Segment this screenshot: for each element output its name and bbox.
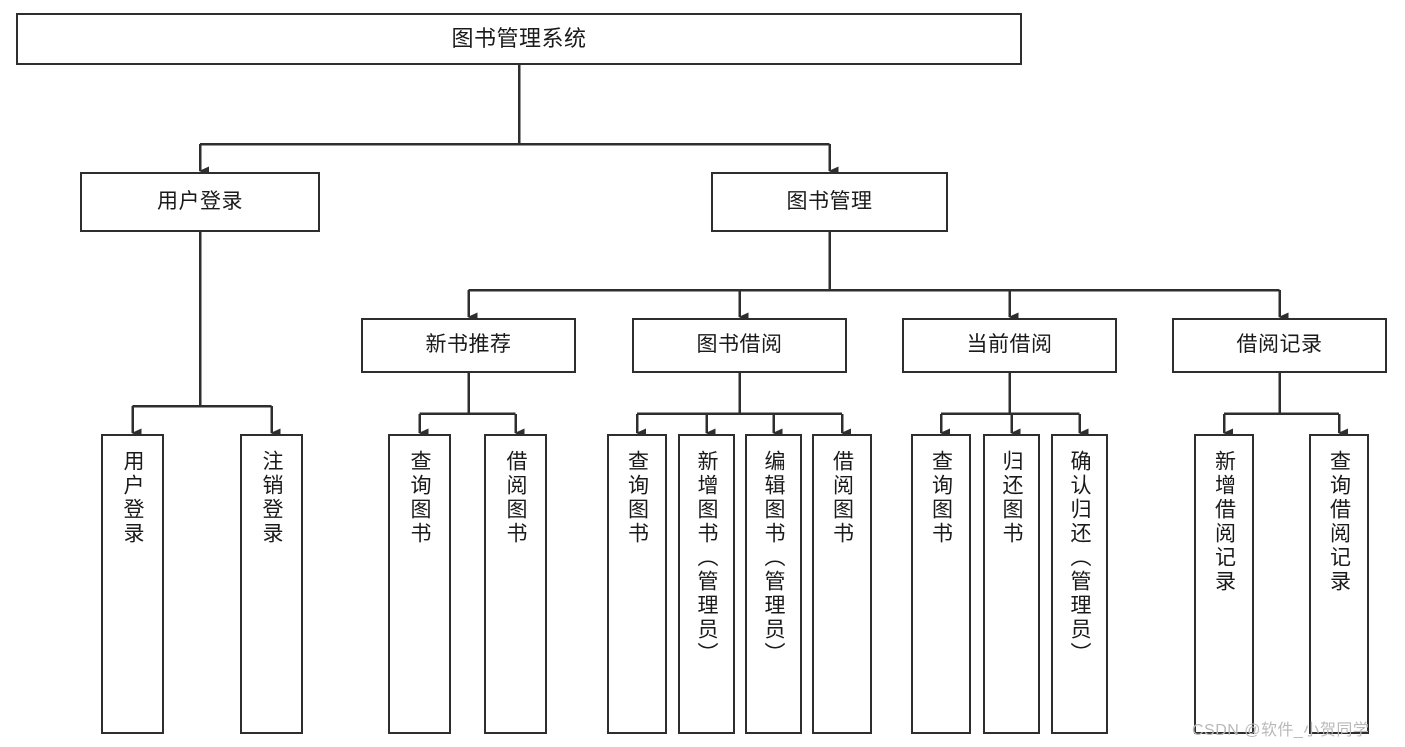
node-leaf-add-record[interactable]: 新增借阅记录 bbox=[1194, 434, 1254, 734]
node-leaf-query-book-1[interactable]: 查询图书 bbox=[388, 434, 451, 734]
node-leaf-add-book[interactable]: 新增图书（管理员） bbox=[678, 434, 735, 734]
node-leaf-borrow-book-2[interactable]: 借阅图书 bbox=[812, 434, 872, 734]
node-label-leaf-user-login: 用户登录 bbox=[121, 450, 144, 546]
node-borrow-record[interactable]: 借阅记录 bbox=[1172, 318, 1387, 373]
node-leaf-borrow-book-1[interactable]: 借阅图书 bbox=[484, 434, 547, 734]
node-label-leaf-borrow-book-1: 借阅图书 bbox=[504, 450, 527, 546]
node-leaf-user-login[interactable]: 用户登录 bbox=[101, 434, 164, 734]
node-user-login[interactable]: 用户登录 bbox=[80, 172, 320, 232]
node-label-leaf-edit-book: 编辑图书（管理员） bbox=[762, 450, 785, 666]
node-label-book-mgmt: 图书管理 bbox=[786, 189, 873, 213]
node-label-leaf-confirm-return: 确认归还（管理员） bbox=[1068, 450, 1091, 666]
node-label-leaf-borrow-book-2: 借阅图书 bbox=[830, 450, 854, 546]
node-label-leaf-query-book-3: 查询图书 bbox=[929, 450, 953, 546]
node-label-leaf-query-book-1: 查询图书 bbox=[408, 450, 431, 546]
node-leaf-return-book[interactable]: 归还图书 bbox=[983, 434, 1040, 734]
node-label-borrow-record: 借阅记录 bbox=[1236, 333, 1323, 357]
node-label-leaf-logout: 注销登录 bbox=[260, 450, 283, 546]
node-label-leaf-add-book: 新增图书（管理员） bbox=[695, 450, 718, 666]
node-label-leaf-query-record: 查询借阅记录 bbox=[1327, 450, 1351, 594]
node-leaf-edit-book[interactable]: 编辑图书（管理员） bbox=[745, 434, 802, 734]
node-leaf-logout[interactable]: 注销登录 bbox=[240, 434, 303, 734]
node-label-leaf-add-record: 新增借阅记录 bbox=[1212, 450, 1236, 594]
node-label-current-borrow: 当前借阅 bbox=[966, 333, 1053, 357]
node-root[interactable]: 图书管理系统 bbox=[16, 13, 1022, 65]
node-current-borrow[interactable]: 当前借阅 bbox=[902, 318, 1117, 373]
node-book-mgmt[interactable]: 图书管理 bbox=[711, 172, 948, 232]
node-label-user-login: 用户登录 bbox=[157, 189, 243, 213]
node-leaf-query-book-3[interactable]: 查询图书 bbox=[911, 434, 971, 734]
node-book-borrow[interactable]: 图书借阅 bbox=[632, 318, 847, 373]
node-label-book-borrow: 图书借阅 bbox=[696, 333, 783, 357]
node-leaf-confirm-return[interactable]: 确认归还（管理员） bbox=[1051, 434, 1108, 734]
node-new-book-rec[interactable]: 新书推荐 bbox=[361, 318, 576, 373]
node-label-leaf-query-book-2: 查询图书 bbox=[625, 450, 649, 546]
connector-group bbox=[131, 65, 1348, 438]
node-label-leaf-return-book: 归还图书 bbox=[1000, 450, 1023, 546]
node-label-root: 图书管理系统 bbox=[451, 26, 587, 52]
node-label-new-book-rec: 新书推荐 bbox=[425, 333, 512, 357]
node-leaf-query-book-2[interactable]: 查询图书 bbox=[607, 434, 667, 734]
node-leaf-query-record[interactable]: 查询借阅记录 bbox=[1309, 434, 1369, 734]
